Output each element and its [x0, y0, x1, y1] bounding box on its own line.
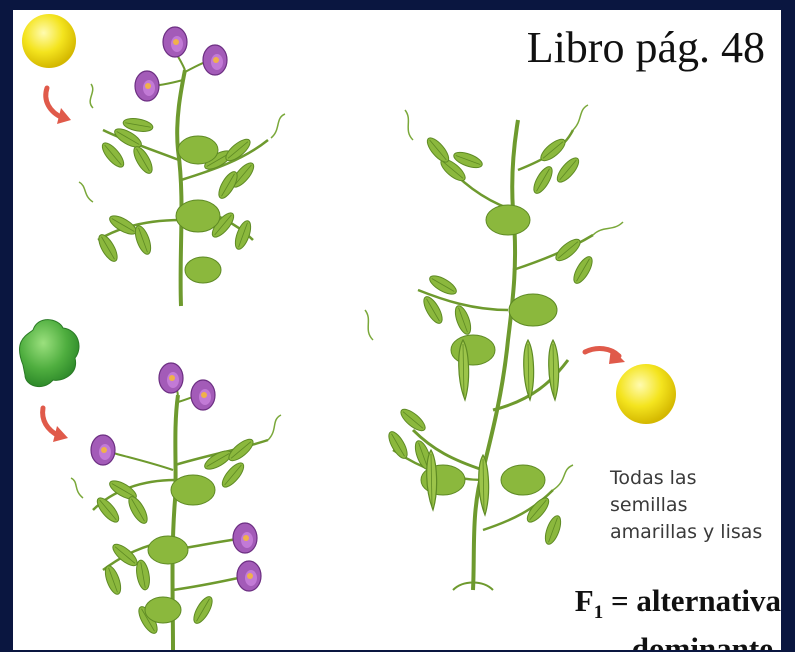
slide-panel: Libro pág. 48 Todas las semillas amarill…	[13, 10, 781, 650]
green-seed-icon	[20, 320, 80, 387]
page-reference: Libro pág. 48	[527, 22, 765, 73]
caption-line: semillas	[610, 492, 762, 519]
caption-line: amarillas y lisas	[610, 519, 762, 546]
formula-line-2: dominante	[535, 631, 781, 650]
pea-plant-illustration	[79, 27, 285, 306]
formula-subscript: 1	[594, 602, 604, 623]
red-arrow-icon	[585, 348, 625, 364]
formula-line-1: F1 = alternativa	[535, 583, 781, 631]
f1-formula: F1 = alternativa dominante	[535, 583, 781, 650]
yellow-seed-icon	[616, 364, 676, 424]
formula-text: = alternativa	[603, 583, 781, 618]
red-arrow-icon	[46, 88, 71, 124]
red-arrow-icon	[43, 408, 68, 442]
pea-plant-illustration	[365, 105, 623, 590]
caption-line: Todas las	[610, 465, 762, 492]
result-caption: Todas las semillas amarillas y lisas	[610, 465, 762, 546]
pea-plant-illustration	[71, 363, 281, 650]
formula-symbol: F	[575, 583, 594, 618]
yellow-seed-icon	[22, 14, 76, 68]
illustration-canvas	[13, 10, 781, 650]
